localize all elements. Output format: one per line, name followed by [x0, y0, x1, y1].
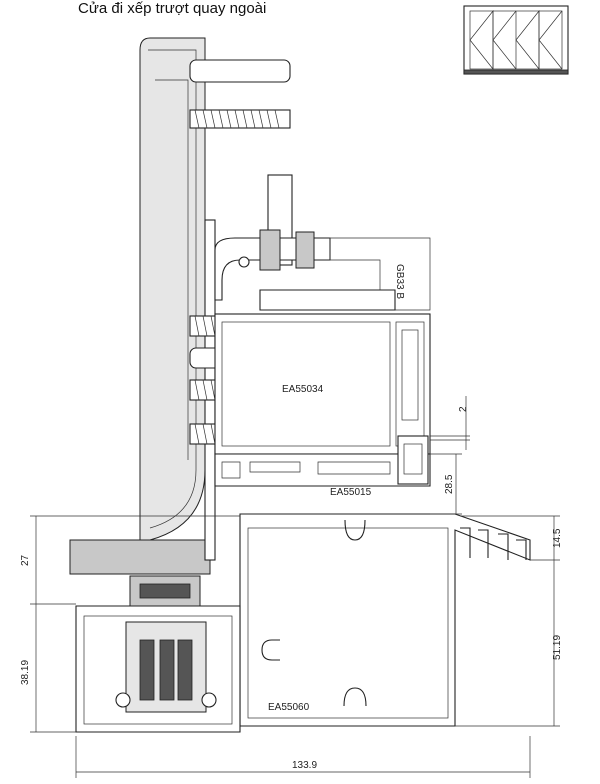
dim-frame-height: 51.19 — [552, 635, 563, 660]
label-ea55034: EA55034 — [282, 384, 324, 395]
drawing-title: Cửa đi xếp trượt quay ngoài — [78, 0, 267, 17]
dimension-lines — [30, 396, 560, 778]
glazing-bead — [214, 174, 431, 311]
profile-ea55060 — [239, 513, 531, 727]
profile-ea55034 — [214, 313, 431, 455]
dim-upper-left: 27 — [20, 554, 31, 566]
dim-gap: 2 — [458, 406, 469, 412]
sash-vertical-profile — [69, 37, 216, 575]
label-ea55015: EA55015 — [330, 487, 372, 498]
dim-lower-left: 38.19 — [20, 660, 31, 685]
label-ea55060: EA55060 — [268, 702, 310, 713]
label-gasket: GB33 B — [394, 264, 405, 299]
dim-frame-lip: 14.5 — [552, 528, 563, 548]
dim-overall-width: 133.9 — [292, 760, 317, 771]
profile-ea55015 — [214, 435, 431, 487]
thumbnail-elevation — [463, 5, 569, 75]
roller-track — [75, 575, 241, 733]
dim-sash-height: 28.5 — [444, 474, 455, 494]
